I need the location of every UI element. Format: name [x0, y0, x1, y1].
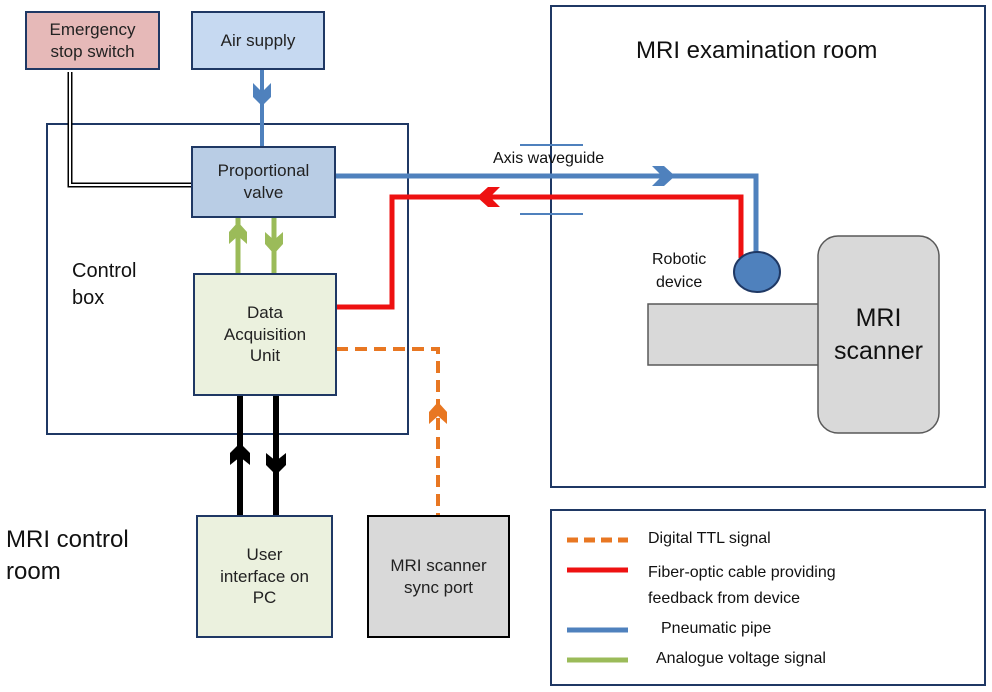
control-room-title: MRI control room [6, 526, 129, 586]
daq-to-pc-arrow [266, 453, 286, 475]
robotic-device-shape [733, 251, 781, 293]
pneumatic-pipe-arrow [652, 166, 675, 186]
legend-label-fiber: Fiber-optic cable providing feedback fro… [648, 564, 836, 607]
analogue-arrow-up [229, 222, 247, 244]
legend-swatches [567, 537, 628, 663]
fiber-optic-arrow [477, 187, 500, 207]
emergency-stop-label: Emergency stop switch [49, 19, 136, 61]
emergency-stop-wire-inner [69, 72, 192, 186]
exam-room-outline [550, 5, 986, 488]
waveguide-label: Axis waveguide [493, 150, 605, 167]
data-acquisition-unit: Data Acquisition Unit [193, 273, 337, 396]
air-supply: Air supply [191, 11, 325, 70]
fiber-optic-cable [336, 194, 744, 310]
legend-label-ttl: Digital TTL signal [648, 530, 771, 547]
mri-scanner-body [817, 235, 940, 434]
user-interface-label: User interface on PC [220, 544, 309, 608]
emergency-stop-wire [67, 72, 192, 188]
sync-port-label: MRI scanner sync port [390, 555, 487, 597]
air-pipe-arrow [253, 83, 271, 106]
robotic-device-label: Robotic device [652, 251, 707, 292]
legend-label-analogue: Analogue voltage signal [656, 650, 826, 667]
air-supply-label: Air supply [220, 30, 296, 50]
exam-room-title: MRI examination room [636, 37, 878, 64]
ttl-signal-line [336, 347, 440, 515]
patient-table [647, 303, 825, 366]
proportional-valve-label: Proportional valve [217, 161, 310, 202]
emergency-stop-switch: Emergency stop switch [25, 11, 160, 70]
control-box-label: Control box [72, 260, 137, 309]
mri-sync-port: MRI scanner sync port [367, 515, 510, 638]
proportional-valve: Proportional valve [191, 146, 336, 218]
pc-to-daq-arrow [230, 443, 250, 465]
pneumatic-pipe-to-device [335, 173, 759, 256]
legend-label-pneumatic: Pneumatic pipe [661, 620, 772, 637]
user-interface-pc: User interface on PC [196, 515, 333, 638]
control-box-outline [46, 123, 409, 435]
daq-label: Data Acquisition Unit [223, 302, 307, 366]
analogue-arrow-down [265, 232, 283, 254]
mri-scanner-label: MRI scanner [834, 304, 923, 365]
ttl-signal-arrow [429, 402, 447, 424]
